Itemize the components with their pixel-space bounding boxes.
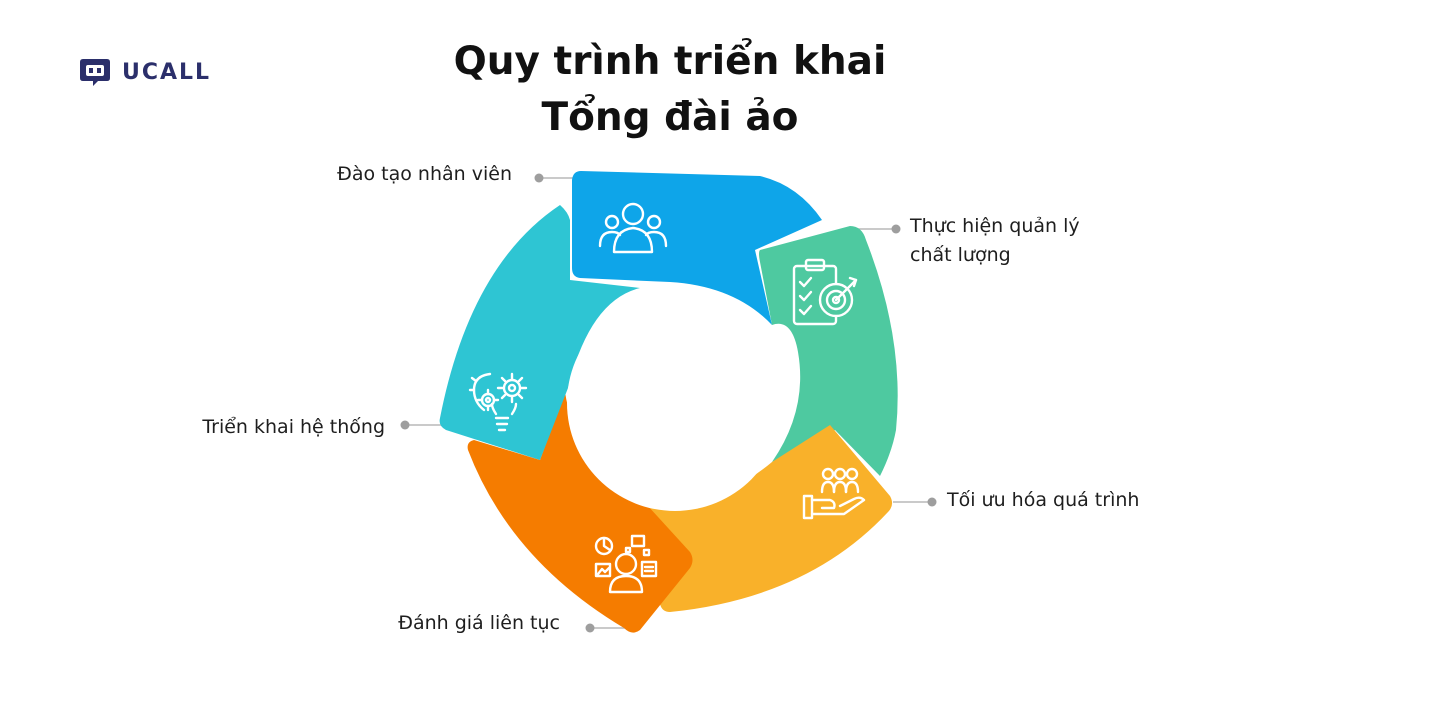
bulb-gear-icon bbox=[468, 372, 528, 432]
brand-logo: UCALL bbox=[78, 56, 211, 88]
hand-people-icon bbox=[802, 467, 866, 520]
label-training: Đào tạo nhân viên bbox=[337, 163, 512, 185]
title-line-1: Quy trình triển khai bbox=[453, 39, 887, 84]
person-analytics-icon bbox=[594, 534, 658, 594]
label-quality-line-2: chất lượng bbox=[910, 244, 1011, 266]
title-line-2: Tổng đài ảo bbox=[541, 95, 799, 140]
clipboard-target-icon bbox=[792, 258, 858, 326]
segment-training bbox=[572, 171, 822, 325]
label-optimize: Tối ưu hóa quá trình bbox=[947, 489, 1140, 511]
label-quality: Thực hiện quản lý chất lượng bbox=[910, 212, 1080, 270]
segment-deploy bbox=[439, 205, 640, 460]
label-evaluate: Đánh giá liên tục bbox=[398, 612, 560, 634]
brand-name: UCALL bbox=[122, 59, 212, 85]
ucall-logo-icon bbox=[80, 59, 110, 86]
label-quality-line-1: Thực hiện quản lý bbox=[910, 215, 1080, 237]
people-group-icon bbox=[598, 202, 668, 254]
connectors bbox=[400, 173, 937, 633]
segment-optimize bbox=[648, 425, 893, 612]
segment-evaluate bbox=[467, 392, 693, 633]
label-deploy: Triển khai hệ thống bbox=[202, 416, 385, 438]
page-title: Quy trình triển khai Tổng đài ảo bbox=[370, 34, 970, 146]
